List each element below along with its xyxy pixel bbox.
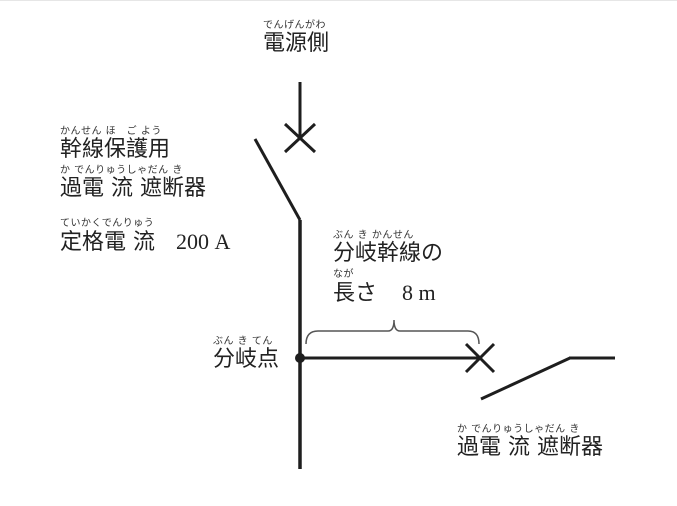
rated-current-value: 200 A	[176, 229, 231, 254]
main-breaker-x-icon	[283, 122, 317, 154]
rated-current-ruby: ていかくでんりゅう	[60, 218, 155, 229]
branch-breaker-ruby: か でんりゅうしゃだん き	[457, 424, 580, 435]
branch-length-label: ぶん き かんせん 分岐幹線の なが 長さ 8 m	[333, 230, 443, 307]
rated-current-text: 定格電 流	[60, 230, 155, 255]
length-brace	[305, 319, 480, 345]
top-border	[0, 0, 677, 1]
branch-breaker-x-icon	[464, 342, 496, 374]
branch-breaker-label: か でんりゅうしゃだん き 過電 流 遮断器	[457, 424, 603, 461]
branch-breaker-text: 過電 流 遮断器	[457, 435, 603, 460]
rated-current-label: ていかくでんりゅう 定格電 流 200 A	[60, 218, 230, 256]
source-side-text: 電源側	[263, 31, 330, 56]
branch-point-text: 分岐点	[213, 347, 280, 372]
source-side-ruby: でんげんがわ	[263, 20, 326, 31]
branch-length-ruby-2: なが	[333, 269, 354, 280]
main-breaker-blade	[253, 138, 302, 221]
branch-length-ruby-1: ぶん き かんせん	[333, 230, 414, 241]
main-breaker-label: かんせん ほ ご よう 幹線保護用 か でんりゅうしゃだん き 過電 流 遮断器	[60, 126, 206, 202]
main-breaker-text-2: 過電 流 遮断器	[60, 176, 206, 201]
main-breaker-text-1: 幹線保護用	[60, 137, 171, 162]
branch-point-ruby: ぶん き てん	[213, 336, 273, 347]
branch-point-label: ぶん き てん 分岐点	[213, 336, 279, 373]
branch-length-text-2: 長さ	[333, 281, 378, 306]
main-breaker-ruby-1: かんせん ほ ご よう	[60, 126, 162, 137]
branch-length-value: 8 m	[402, 280, 436, 305]
source-side-label: でんげんがわ 電源側	[263, 20, 329, 57]
branch-length-text-1: 分岐幹線の	[333, 241, 444, 266]
main-breaker-ruby-2: か でんりゅうしゃだん き	[60, 165, 183, 176]
branch-breaker-blade	[480, 356, 571, 401]
